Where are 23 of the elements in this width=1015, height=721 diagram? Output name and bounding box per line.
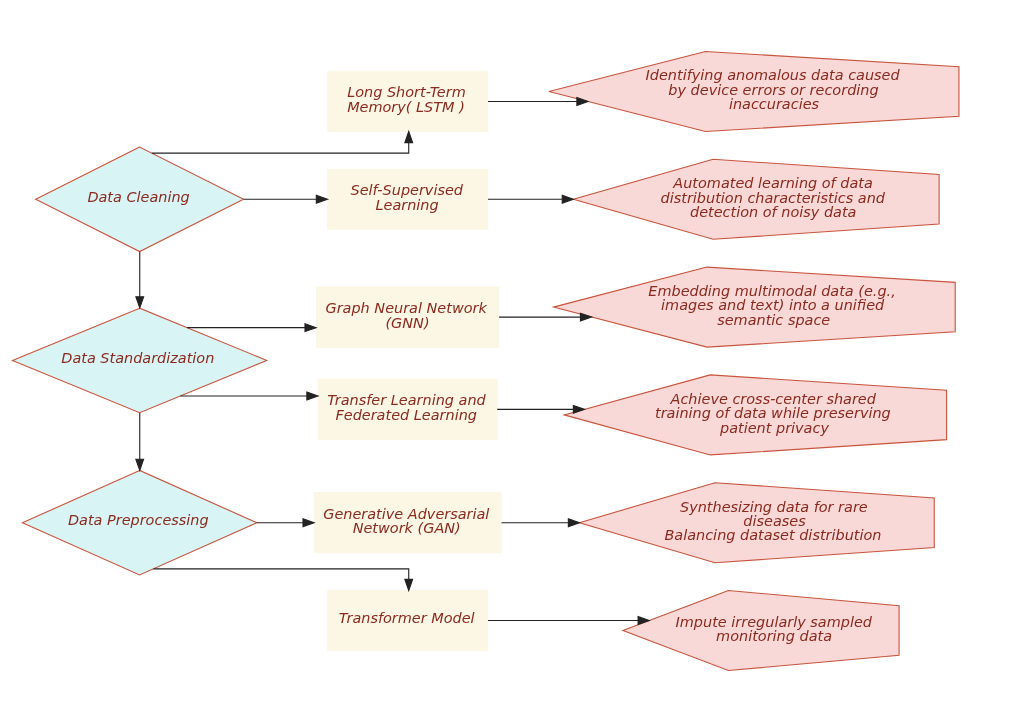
arrow xyxy=(487,615,651,625)
node-diamond: Data Preprocessing xyxy=(21,469,259,576)
arrow xyxy=(496,404,587,414)
node-box: Transfer Learning and Federated Learning xyxy=(317,378,498,440)
arrow xyxy=(487,96,590,106)
arrow xyxy=(498,311,594,322)
node-box: Graph Neural Network (GNN) xyxy=(316,286,500,348)
arrow xyxy=(135,411,145,472)
arrow xyxy=(256,517,316,527)
arrow xyxy=(152,567,414,592)
arrow xyxy=(151,129,414,154)
node-diamond: Data Cleaning xyxy=(34,145,245,252)
arrow xyxy=(135,250,145,309)
node-diamond: Data Standardization xyxy=(11,307,269,413)
node-box: Self-Supervised Learning xyxy=(327,168,489,230)
node-box: Long Short-Term Memory( LSTM ) xyxy=(327,70,489,132)
arrow xyxy=(487,194,576,204)
arrow xyxy=(179,390,320,401)
node-box: Generative Adversarial Network (GAN) xyxy=(313,491,502,553)
node-box: Transformer Model xyxy=(327,589,489,651)
arrow xyxy=(243,194,330,204)
arrow xyxy=(186,322,318,332)
arrow xyxy=(500,517,582,527)
